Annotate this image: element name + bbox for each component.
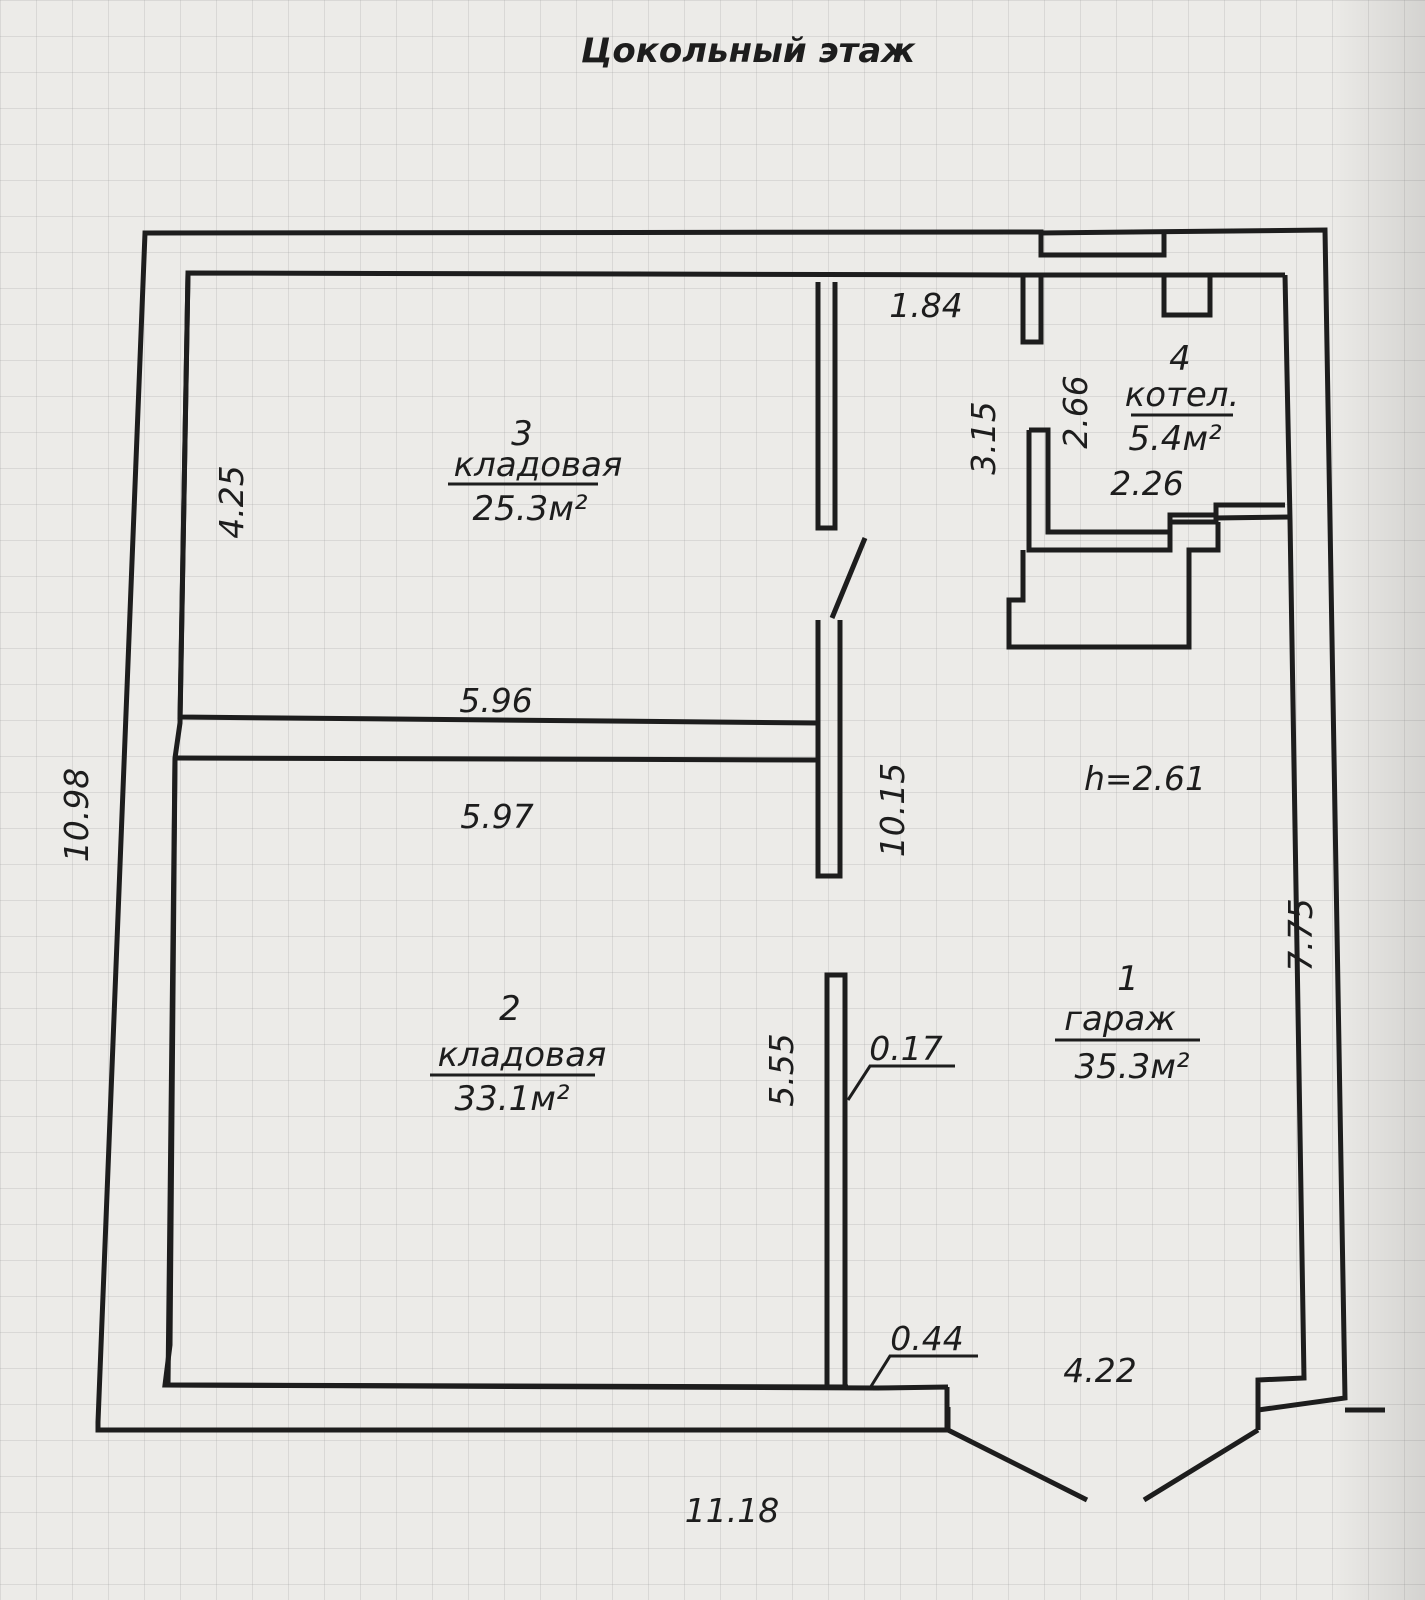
door-swing-room3 bbox=[829, 537, 868, 619]
dim-top-corridor: 1.84 bbox=[889, 286, 962, 325]
dim-overall-height: 10.98 bbox=[57, 768, 96, 862]
window-opening bbox=[1038, 232, 1285, 318]
dim-overall-width: 11.18 bbox=[685, 1491, 779, 1530]
room1-name: гараж bbox=[1064, 999, 1176, 1039]
dim-room2-width: 5.97 bbox=[460, 797, 533, 836]
garage-door-right bbox=[1142, 1427, 1260, 1503]
dim-corridor-height: 3.15 bbox=[964, 401, 1003, 474]
dim-inner-wall-thickness: 0.17 bbox=[869, 1029, 942, 1068]
leader-0-44 bbox=[868, 1354, 978, 1389]
room3-walls bbox=[174, 272, 819, 763]
dim-room3-width: 5.96 bbox=[459, 681, 532, 720]
dim-room3-height: 4.25 bbox=[212, 465, 251, 538]
dim-garage-right-wall: 7.75 bbox=[1281, 898, 1320, 971]
wall-stub-top bbox=[1020, 275, 1044, 345]
room3-area: 25.3м² bbox=[473, 489, 588, 529]
room3-name: кладовая bbox=[454, 445, 623, 485]
room1-number: 1 bbox=[1117, 959, 1139, 999]
garage-door-left bbox=[946, 1427, 1089, 1503]
room4-area: 5.4м² bbox=[1128, 419, 1222, 459]
room3-number: 3 bbox=[511, 414, 533, 454]
dim-boiler-width: 2.26 bbox=[1110, 464, 1183, 503]
dim-garage-door-width: 4.22 bbox=[1063, 1351, 1136, 1390]
partition-lower bbox=[824, 972, 848, 1390]
garage-right-wall bbox=[1255, 274, 1307, 1410]
leader-0-17 bbox=[846, 1064, 955, 1101]
dim-room2-door-wall: 5.55 bbox=[762, 1033, 801, 1106]
room1-area: 35.3м² bbox=[1075, 1047, 1190, 1087]
room2-walls bbox=[165, 757, 849, 1390]
plan-title: Цокольный этаж bbox=[581, 31, 916, 71]
partition-middle bbox=[815, 620, 843, 879]
room4-number: 4 bbox=[1169, 339, 1191, 379]
dim-outer-wall-thickness: 0.44 bbox=[890, 1319, 963, 1358]
room2-number: 2 bbox=[499, 989, 521, 1029]
stair-outline bbox=[1006, 522, 1221, 650]
room2-name: кладовая bbox=[438, 1035, 607, 1075]
dim-interior-wall-length: 10.15 bbox=[873, 763, 912, 857]
dim-boiler-height: 2.66 bbox=[1056, 375, 1095, 448]
room2-area: 33.1м² bbox=[455, 1079, 570, 1119]
boiler-room-walls bbox=[1026, 427, 1291, 553]
partition-upper bbox=[815, 282, 838, 531]
room4-name: котел. bbox=[1125, 375, 1240, 415]
ceiling-height: h=2.61 bbox=[1084, 759, 1206, 798]
